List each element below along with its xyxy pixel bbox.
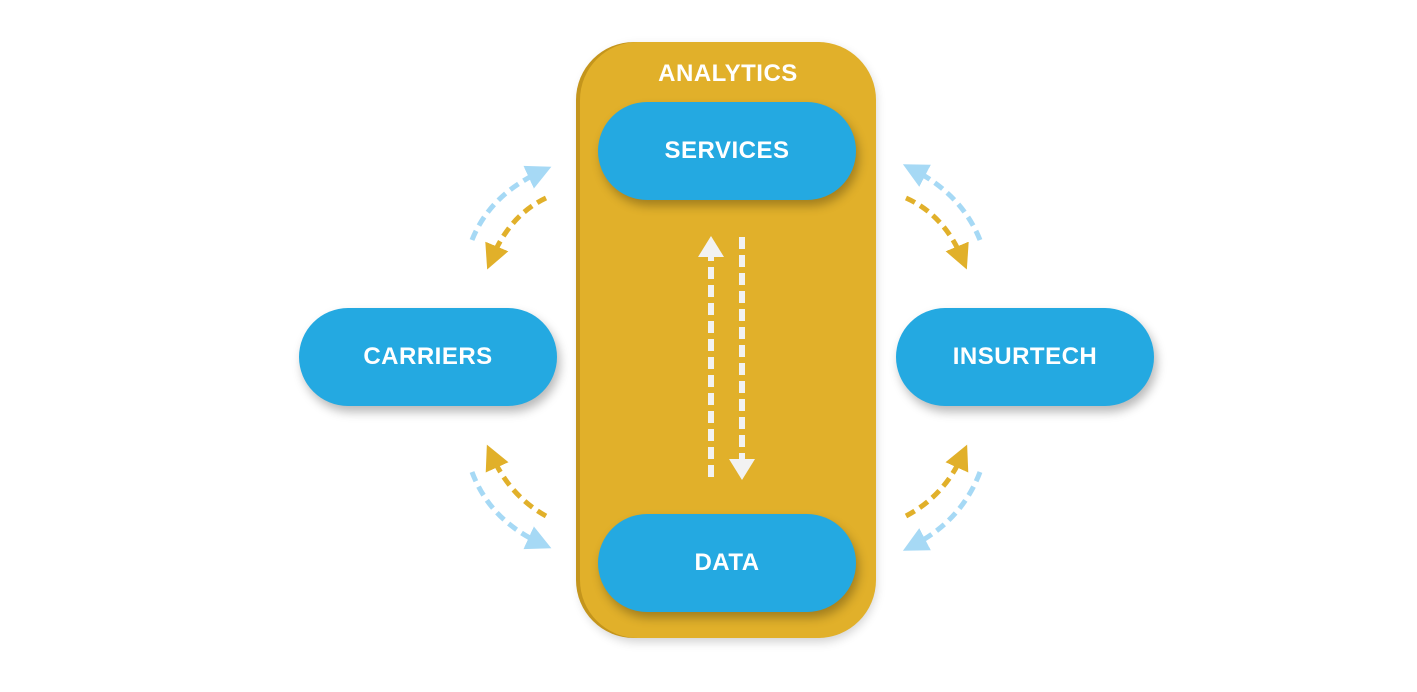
top-right-arrows	[902, 164, 983, 270]
bottom-right-gold-arrow	[904, 444, 969, 519]
top-left-arrows	[469, 165, 552, 270]
insurtech-node: INSURTECH	[896, 308, 1154, 406]
top-left-gold-arrow	[485, 195, 548, 270]
up-arrow-head	[698, 236, 724, 257]
top-right-blue-arrow	[902, 164, 983, 241]
bottom-left-arrows	[469, 444, 552, 550]
top-right-gold-arrow	[904, 195, 969, 270]
top-left-blue-arrow	[469, 165, 552, 241]
vertical-arrows	[698, 236, 755, 480]
carriers-node: CARRIERS	[299, 308, 557, 406]
services-node: SERVICES	[598, 102, 856, 200]
bottom-right-arrows	[902, 444, 983, 551]
bottom-right-blue-arrow	[902, 471, 983, 551]
bottom-left-gold-arrow	[485, 444, 548, 519]
data-node: DATA	[598, 514, 856, 612]
bottom-left-blue-arrow	[469, 471, 552, 550]
analytics-title: ANALYTICS	[658, 60, 798, 87]
down-arrow-head	[729, 459, 755, 480]
